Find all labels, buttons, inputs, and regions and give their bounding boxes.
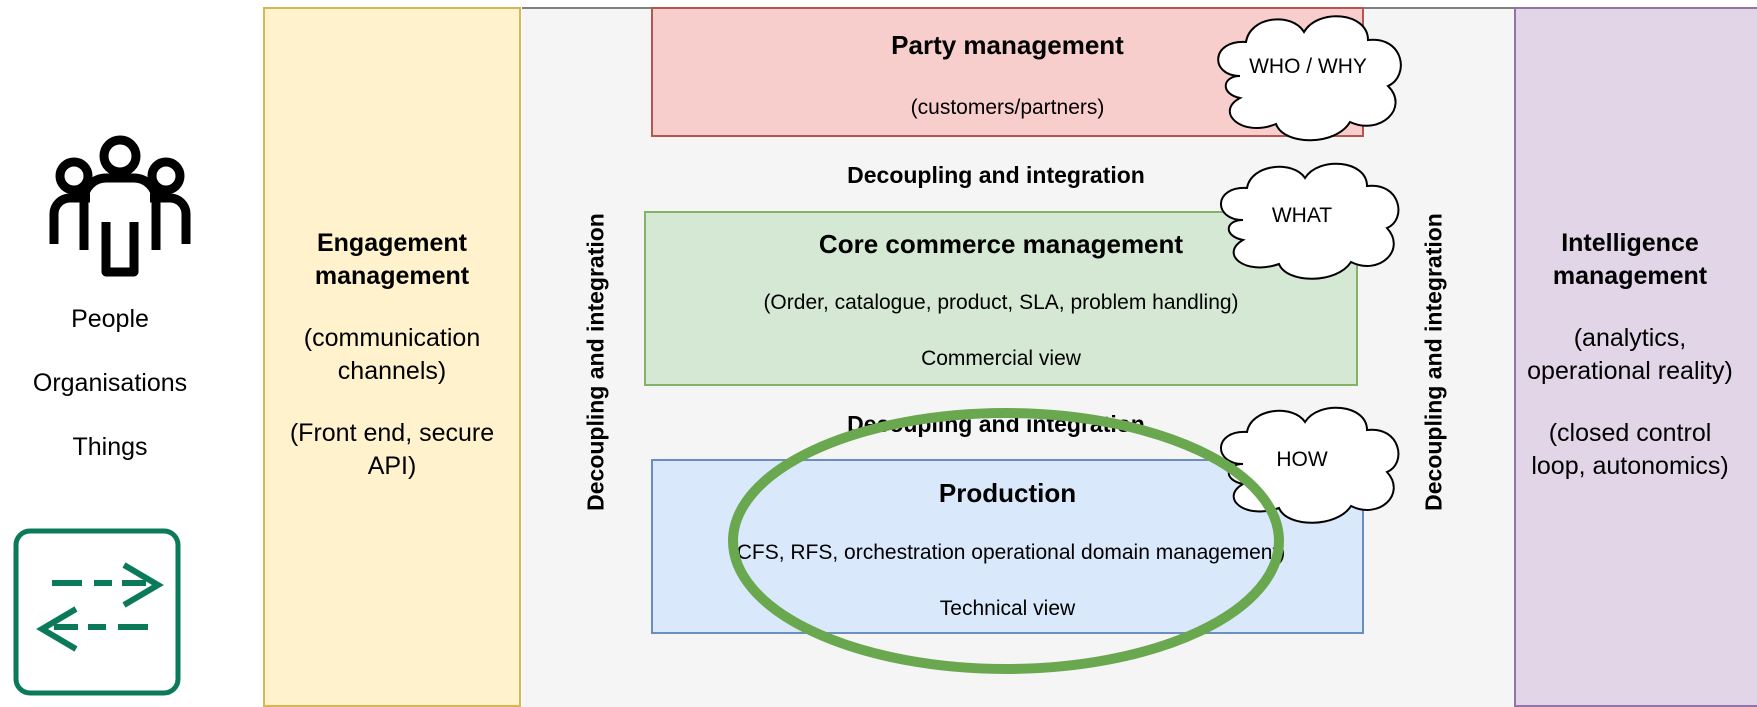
intelligence-sub1-2: operational reality) xyxy=(1527,357,1733,385)
intelligence-title-1: Intelligence xyxy=(1561,229,1699,257)
engagement-sub1-2: channels) xyxy=(337,357,447,385)
cloud-what xyxy=(1220,162,1400,280)
engagement-column: Engagement management (communication cha… xyxy=(263,7,521,707)
production-subtitle: (CFS, RFS, orchestration operational dom… xyxy=(729,541,1286,564)
decoupling-label-middle: Decoupling and integration xyxy=(847,411,1145,437)
decoupling-label-right: Decoupling and integration xyxy=(1420,213,1447,511)
party-title: Party management xyxy=(891,30,1124,60)
intelligence-column: Intelligence management (analytics, oper… xyxy=(1514,7,1757,707)
exchange-arrows-icon xyxy=(13,528,181,696)
intelligence-sub1-1: (analytics, xyxy=(1573,324,1687,352)
intelligence-sub2-1: (closed control xyxy=(1548,419,1712,447)
engagement-sub2-2: API) xyxy=(367,452,417,480)
core-commerce-box: Core commerce management (Order, catalog… xyxy=(644,211,1358,386)
label-people: People xyxy=(71,305,149,333)
engagement-sub1-1: (communication xyxy=(303,324,481,352)
engagement-sub2-1: (Front end, secure xyxy=(289,419,495,447)
core-view: Commercial view xyxy=(921,347,1081,370)
intelligence-sub2-2: loop, autonomics) xyxy=(1531,452,1729,480)
cloud-what-label: WHAT xyxy=(1271,204,1333,227)
engagement-title-2: management xyxy=(314,262,470,290)
cloud-how-label: HOW xyxy=(1276,448,1328,471)
party-subtitle: (customers/partners) xyxy=(910,96,1105,119)
cloud-who-why xyxy=(1217,15,1402,142)
intelligence-title-2: management xyxy=(1552,262,1708,290)
label-organisations: Organisations xyxy=(32,369,188,397)
label-things: Things xyxy=(72,433,148,461)
core-subtitle: (Order, catalogue, product, SLA, problem… xyxy=(763,291,1239,314)
engagement-title-1: Engagement xyxy=(316,229,468,257)
decoupling-label-left: Decoupling and integration xyxy=(582,213,609,511)
cloud-who-why-label: WHO / WHY xyxy=(1249,55,1367,78)
decoupling-label-top: Decoupling and integration xyxy=(847,162,1145,188)
production-view: Technical view xyxy=(939,597,1076,620)
people-group-icon xyxy=(49,135,191,277)
core-title: Core commerce management xyxy=(818,229,1184,259)
